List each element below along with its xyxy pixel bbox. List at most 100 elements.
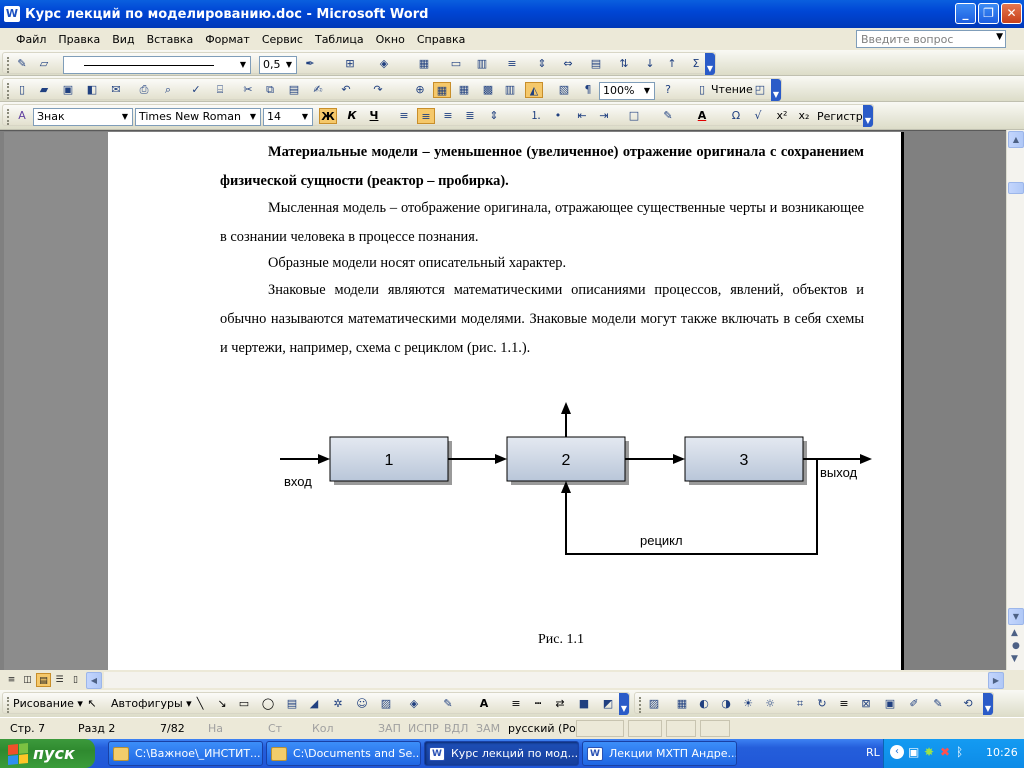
align-left-icon[interactable]: ≡ [399,109,409,122]
draw-table-icon[interactable]: ✎ [17,57,27,70]
scroll-thumb[interactable] [1008,182,1024,194]
increase-indent-icon[interactable]: ⇥ [599,109,609,122]
print-layout-icon[interactable]: ▤ [36,673,51,687]
save-icon[interactable]: ▣ [62,83,74,96]
scroll-down-icon[interactable]: ▼ [1008,608,1024,625]
justify-icon[interactable]: ≣ [465,109,475,122]
align-cell-icon[interactable]: ≡ [507,57,517,70]
align-right-icon[interactable]: ≡ [443,109,453,122]
font-color-icon[interactable]: A [697,109,707,122]
scroll-right-icon[interactable]: ▶ [988,672,1004,689]
wordart-icon[interactable]: ◢ [309,697,319,710]
status-extend[interactable]: ВДЛ [444,722,469,735]
outline-view-icon[interactable]: ☰ [55,675,64,685]
distribute-columns-icon[interactable]: ⇔ [563,57,573,70]
paragraph-material-models[interactable]: Материальные модели – уменьшенное (увели… [220,144,864,189]
eraser-icon[interactable]: ▱ [39,57,49,70]
arrow-icon[interactable]: ↘ [217,697,227,710]
vertical-scrollbar[interactable]: ▲ ▼ ▲ ● ▼ [1006,130,1024,670]
bullets-icon[interactable]: • [554,109,562,122]
browse-object-icon[interactable]: ● [1012,641,1020,651]
redo-icon[interactable]: ↷ [373,83,383,96]
insert-excel-icon[interactable]: ▩ [482,83,494,96]
paragraph-mental-model[interactable]: Мысленная модель – отображение оригинала… [220,200,864,245]
scroll-up-icon[interactable]: ▲ [1008,131,1024,148]
fill-color-icon[interactable]: ◈ [409,697,419,710]
web-view-icon[interactable]: ◫ [23,675,32,685]
format-picture-icon[interactable]: ✐ [909,697,919,710]
task-folder-institute[interactable]: C:\Важное\_ИНСТИТ... [108,741,263,766]
document-map-icon[interactable]: ▧ [558,83,570,96]
equation-icon[interactable]: √ [754,109,762,122]
task-folder-documents[interactable]: C:\Documents and Se... [266,741,421,766]
undo-icon[interactable]: ↶ [341,83,351,96]
rotate-icon[interactable]: ↻ [817,697,827,710]
format-painter-icon[interactable]: ✍ [313,83,323,96]
status-record[interactable]: ЗАП [378,722,401,735]
merge-cells-icon[interactable]: ▭ [450,57,462,70]
line-style-select[interactable]: ▼ [63,56,251,74]
paragraph-sign-models[interactable]: Знаковые модели являются математическими… [220,282,864,356]
help-dropdown-icon[interactable]: ▼ [996,32,1003,42]
copy-icon[interactable]: ⧉ [266,83,274,96]
menu-window[interactable]: Окно [375,32,405,46]
research-icon[interactable]: ⌸ [216,83,224,96]
cut-icon[interactable]: ✂ [243,83,253,96]
text-direction-icon[interactable]: ⇅ [619,57,629,70]
compress-icon[interactable]: ⊠ [861,697,871,710]
start-button[interactable]: пуск [0,739,95,768]
reading-view-icon[interactable]: ▯ [73,675,78,685]
paste-icon[interactable]: ▤ [288,83,300,96]
font-select[interactable]: Times New Roman ▼ [135,108,261,126]
alert-icon[interactable]: ✖ [940,745,951,759]
open-folder-icon[interactable]: ▰ [39,83,49,96]
antivirus-icon[interactable]: ✸ [924,745,935,759]
draw-menu-button[interactable]: Рисование ▾ [13,697,83,710]
borders-icon[interactable]: ⊞ [345,57,355,70]
menu-edit[interactable]: Правка [58,32,101,46]
split-cells-icon[interactable]: ▥ [476,57,488,70]
text-box-icon[interactable]: ▤ [286,697,298,710]
numbering-icon[interactable]: ⒈ [530,109,542,122]
switch-icon[interactable]: ◰ [754,83,766,96]
recycle-diagram[interactable]: 1 2 3 вход выход рецикл [268,402,888,572]
scroll-left-icon[interactable]: ◀ [86,672,102,689]
change-case-button[interactable]: Регистр [817,110,863,123]
insert-picture-icon[interactable]: ▨ [648,697,660,710]
menu-table[interactable]: Таблица [314,32,364,46]
bold-button[interactable]: Ж [319,108,337,124]
outside-border-icon[interactable]: □ [628,109,640,122]
previous-page-icon[interactable]: ▲ [1011,628,1018,638]
clock[interactable]: 10:26 [986,746,1018,759]
menu-help[interactable]: Справка [416,32,466,46]
insert-table-icon[interactable]: ▦ [458,83,470,96]
word-app-icon[interactable]: W [4,6,20,22]
clip-art-icon[interactable]: ☺ [356,697,368,710]
highlight-icon[interactable]: ✎ [663,109,673,122]
help-icon[interactable]: ? [665,83,671,96]
diagram-icon[interactable]: ✲ [333,697,343,710]
task-word-course[interactable]: W Курс лекций по мод... [424,741,579,766]
zoom-select[interactable]: 100% ▼ [599,82,655,100]
rectangle-icon[interactable]: ▭ [238,697,250,710]
toolbar-options-icon[interactable]: ▼ [705,53,715,75]
line-color-icon[interactable]: ✎ [443,697,453,710]
style-select[interactable]: Знак ▼ [33,108,133,126]
subscript-icon[interactable]: x₂ [798,109,810,122]
crop-icon[interactable]: ⌗ [796,697,804,710]
line-spacing-icon[interactable]: ⇕ [489,109,499,122]
line-icon[interactable]: ╲ [196,697,204,710]
line-weight-select[interactable]: 0,5 ▼ [259,56,297,74]
font-color-icon[interactable]: A [479,697,489,710]
font-size-select[interactable]: 14 ▼ [263,108,313,126]
menu-tools[interactable]: Сервис [261,32,303,46]
shadow-style-icon[interactable]: ■ [578,697,590,710]
minimize-button[interactable]: _ [955,3,976,24]
next-page-icon[interactable]: ▼ [1011,654,1018,664]
sort-descending-icon[interactable]: ↑ [667,57,677,70]
bluetooth-icon[interactable]: ᛒ [956,745,964,759]
dash-style-icon[interactable]: ┅ [534,697,542,710]
hyperlink-icon[interactable]: ⊕ [415,83,425,96]
align-center-icon[interactable]: ≡ [417,108,435,124]
autoshapes-menu-button[interactable]: Автофигуры ▾ [111,697,192,710]
